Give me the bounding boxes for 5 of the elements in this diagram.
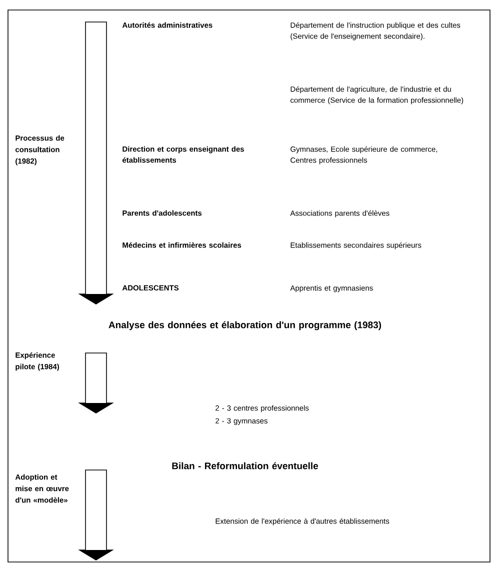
- stage-heading: Analyse des données et élaboration d'un programme (1983): [108, 321, 382, 330]
- block-arrow: [78, 470, 114, 560]
- block-arrow: [78, 352, 114, 414]
- stage-heading: Bilan - Reformulation éventuelle: [172, 462, 318, 470]
- block-arrow: [78, 22, 114, 304]
